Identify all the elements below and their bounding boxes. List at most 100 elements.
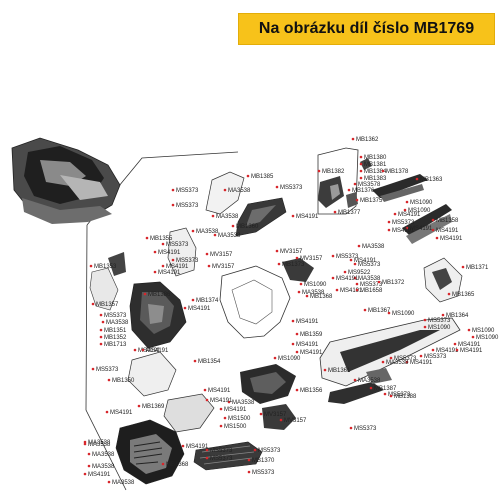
part-callout: MB1363	[415, 177, 443, 183]
callout-marker-dot	[471, 335, 475, 339]
part-callout: MS5373	[387, 220, 415, 226]
part-number-label: MB1356	[300, 388, 323, 394]
part-callout: MS5373	[91, 367, 119, 373]
callout-marker-dot	[343, 270, 347, 274]
part-number-label: MS1090	[410, 200, 433, 206]
part-number-label: MS4191	[158, 250, 181, 256]
part-number-label: MB1361	[328, 368, 351, 374]
callout-marker-dot	[405, 226, 409, 230]
callout-marker-dot	[171, 258, 175, 262]
part-callout: MV3157	[259, 412, 287, 418]
part-number-label: MA3538	[196, 229, 219, 235]
callout-marker-dot	[347, 188, 351, 192]
part-number-label: MS4191	[188, 306, 211, 312]
part-number-label: MS4191	[392, 228, 415, 234]
part-callout: MS1090	[299, 282, 327, 288]
callout-marker-dot	[145, 236, 149, 240]
callout-marker-dot	[405, 200, 409, 204]
part-callout: MS5373	[331, 254, 359, 260]
part-number-label: MS1090	[392, 311, 415, 317]
callout-marker-dot	[87, 452, 91, 456]
part-number-label: MS5373	[424, 354, 447, 360]
part-callout: MB1383	[359, 176, 387, 182]
callout-marker-dot	[219, 424, 223, 428]
part-callout: MS5373	[275, 185, 303, 191]
part-number-label: MV3157	[212, 264, 235, 270]
part-callout: MS5373	[383, 392, 411, 398]
part-callout: MS4191	[161, 264, 189, 270]
part-callout: MB1374	[191, 298, 219, 304]
part-number-label: MS4191	[354, 258, 377, 264]
part-callout: MB1371	[461, 265, 489, 271]
part-number-label: MS5373	[354, 426, 377, 432]
callout-marker-dot	[171, 188, 175, 192]
callout-marker-dot	[207, 264, 211, 268]
part-number-label: MB1351	[104, 328, 127, 334]
callout-marker-dot	[377, 280, 381, 284]
callout-marker-dot	[431, 228, 435, 232]
part-callout: MV3157	[205, 252, 233, 258]
callout-marker-dot	[389, 394, 393, 398]
part-callout: MB1381	[359, 162, 387, 168]
part-callout: MS4191	[291, 319, 319, 325]
part-callout: MS1090	[467, 328, 495, 334]
callout-marker-dot	[431, 348, 435, 352]
callout-marker-dot	[219, 407, 223, 411]
part-callout: MB1713	[99, 342, 127, 348]
part-callout: MA3538	[223, 188, 251, 194]
part-callout: MS4191	[133, 348, 161, 354]
part-number-label: MB1360	[236, 224, 259, 230]
part-callout: MB1382	[317, 169, 345, 175]
part-number-label: MS4191	[186, 444, 209, 450]
callout-marker-dot	[91, 302, 95, 306]
callout-marker-dot	[431, 218, 435, 222]
callout-marker-dot	[387, 228, 391, 232]
part-callout: MB1370	[247, 458, 275, 464]
part-number-label: MS5373	[388, 392, 411, 398]
callout-marker-dot	[423, 325, 427, 329]
callout-marker-dot	[161, 264, 165, 268]
part-number-label: MB1382	[322, 169, 345, 175]
part-callout: MA3538	[353, 276, 381, 282]
callout-marker-dot	[317, 169, 321, 173]
callout-marker-dot	[389, 356, 393, 360]
part-callout: MB1350	[107, 378, 135, 384]
headlight-bracket-group	[317, 147, 372, 215]
callout-marker-dot	[193, 359, 197, 363]
callout-marker-dot	[355, 282, 359, 286]
part-number-label: MA3538	[92, 452, 115, 458]
callout-marker-dot	[335, 288, 339, 292]
upper-trim-panels	[205, 171, 287, 237]
part-number-label: MS5373	[280, 185, 303, 191]
part-callout: MB1372	[377, 280, 405, 286]
part-number-label: MS5373	[176, 188, 199, 194]
callout-marker-dot	[291, 214, 295, 218]
part-callout: MS1090	[405, 200, 433, 206]
callout-marker-dot	[387, 311, 391, 315]
part-callout: MS1090	[403, 208, 431, 214]
part-callout: MS4191	[331, 276, 359, 282]
part-callout: MB1377	[333, 210, 361, 216]
callout-marker-dot	[359, 155, 363, 159]
part-number-label: MS5373	[394, 356, 417, 362]
part-callout: MS5373	[205, 456, 233, 462]
part-callout: MS4191	[455, 348, 483, 354]
part-number-label: MB1353	[94, 264, 117, 270]
part-callout: MB1388	[389, 394, 417, 400]
part-callout: MB1369	[137, 404, 165, 410]
part-callout: MV3157	[275, 249, 303, 255]
callout-marker-dot	[101, 320, 105, 324]
part-number-label: MS5373	[176, 258, 199, 264]
part-number-label: MS4191	[166, 264, 189, 270]
part-callout: MS4191	[141, 348, 169, 354]
part-number-label: MB1658	[360, 288, 383, 294]
part-number-label: MS4191	[336, 276, 359, 282]
part-number-label: MB1368	[166, 462, 189, 468]
part-number-label: MB1388	[394, 394, 417, 400]
callout-marker-dot	[99, 313, 103, 317]
callout-marker-dot	[383, 392, 387, 396]
callout-marker-dot	[441, 313, 445, 317]
part-number-label: MB1368	[310, 294, 333, 300]
callout-marker-dot	[453, 342, 457, 346]
callout-marker-dot	[353, 182, 357, 186]
